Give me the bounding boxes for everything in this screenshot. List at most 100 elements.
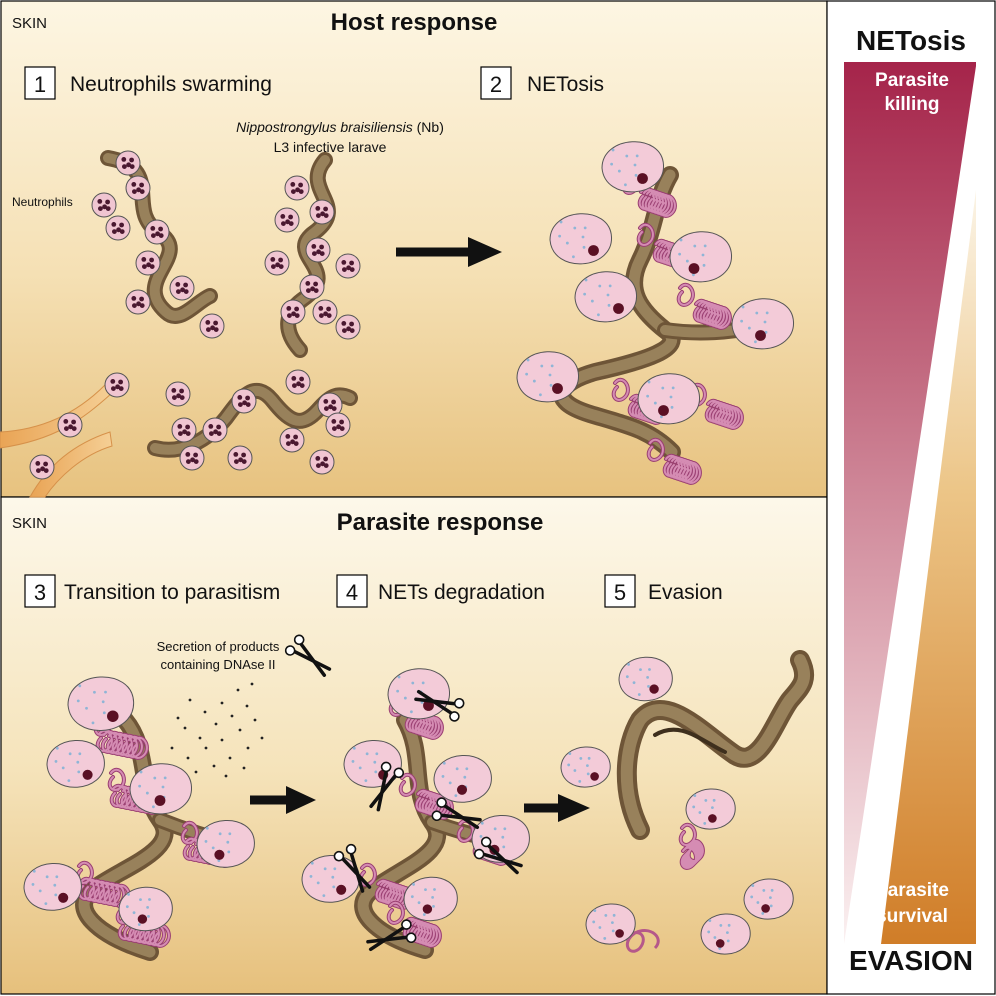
neutrophil-cell-icon [560, 746, 611, 788]
survival-label-line1: Parasite [875, 880, 949, 901]
neutrophil-cell-icon [731, 298, 795, 350]
step3-number: 3 [34, 580, 46, 605]
scissors-icon [333, 843, 372, 893]
step5-number-box [604, 574, 636, 608]
neutrophil-cell-icon [549, 213, 613, 265]
neutrophil-cell-icon [202, 417, 228, 443]
neutrophils-label: Neutrophils [12, 195, 73, 209]
killing-gradient-wedge [844, 62, 976, 944]
neutrophil-cell-icon [601, 141, 665, 193]
cell-layer [23, 141, 795, 955]
neutrophil-cell-icon [125, 289, 151, 315]
neutrophil-cell-icon [169, 275, 195, 301]
step4-number: 4 [346, 580, 358, 605]
neutrophil-cell-icon [104, 372, 130, 398]
neutrophil-cell-icon [135, 250, 161, 276]
neutrophil-cell-icon [280, 299, 306, 325]
neutrophil-cell-icon [46, 740, 105, 788]
neutrophil-cell-icon [585, 903, 636, 945]
neutrophil-cell-icon [67, 676, 135, 731]
neutrophil-cell-icon [618, 656, 673, 702]
step2-number: 2 [490, 72, 502, 97]
neutrophil-cell-icon [129, 763, 193, 815]
net-layer [75, 170, 744, 953]
scissor-layer [284, 634, 523, 952]
net-strand-icon [93, 712, 149, 760]
neutrophil-cell-icon [574, 271, 638, 323]
secretion-dots [170, 682, 264, 778]
neutrophil-cell-icon [669, 231, 733, 283]
neutrophil-cell-icon [299, 274, 325, 300]
neutrophil-cell-icon [516, 351, 580, 403]
neutrophil-cell-icon [403, 876, 458, 922]
killing-label-line1: Parasite [875, 70, 949, 91]
survival-label-line2: survival [876, 906, 948, 927]
neutrophil-cell-icon [115, 150, 141, 176]
neutrophil-cell-icon [264, 250, 290, 276]
parasite-skin-label: SKIN [12, 515, 47, 532]
neutrophil-cell-icon [301, 855, 360, 903]
neutrophil-cell-icon [29, 454, 55, 480]
neutrophil-cell-icon [118, 886, 173, 932]
net-strand-icon [688, 382, 744, 430]
neutrophil-cell-icon [312, 299, 338, 325]
killing-label-line2: killing [885, 94, 940, 115]
worm-larva-icon [616, 650, 815, 840]
neutrophil-cell-icon [309, 449, 335, 475]
step4-label: NETs degradation [378, 581, 545, 604]
arrow-icon [250, 786, 316, 814]
neutrophil-cell-icon [274, 207, 300, 233]
secretion-label-line2: containing DNAse II [161, 657, 276, 672]
neutrophil-cell-icon [743, 878, 794, 920]
scissors-icon [369, 761, 405, 812]
neutrophil-cell-icon [685, 788, 736, 830]
neutrophil-cell-icon [637, 373, 701, 425]
sidebar-bottom-title: EVASION [849, 945, 973, 976]
step2-label: NETosis [527, 73, 604, 96]
parasite-panel-title: Parasite response [337, 509, 544, 536]
step2-number-box [480, 66, 512, 100]
neutrophil-cell-icon [335, 253, 361, 279]
scissors-icon [414, 689, 465, 722]
neutrophil-cell-icon [171, 417, 197, 443]
neutrophil-cell-icon [227, 445, 253, 471]
arrow-icon [396, 237, 502, 267]
neutrophil-cell-icon [279, 427, 305, 453]
arrow-icon [524, 794, 590, 822]
neutrophil-cell-icon [305, 237, 331, 263]
scissors-icon [284, 634, 332, 677]
neutrophil-cell-icon [196, 820, 255, 868]
neutrophil-cell-icon [231, 388, 257, 414]
neutrophil-cell-icon [433, 755, 492, 803]
neutrophil-cell-icon [105, 215, 131, 241]
host-panel-title: Host response [331, 9, 498, 36]
neutrophil-cell-icon [309, 199, 335, 225]
neutrophil-cell-icon [23, 863, 82, 911]
step4-number-box [336, 574, 368, 608]
net-strand-icon [646, 437, 702, 485]
neutrophil-cell-icon [285, 369, 311, 395]
neutrophil-cell-icon [57, 412, 83, 438]
survival-gradient-wedge [881, 190, 976, 944]
secretion-label-line1: Secretion of products [157, 639, 280, 654]
net-strand-icon [678, 822, 705, 870]
neutrophil-cell-icon [325, 412, 351, 438]
step3-label: Transition to parasitism [64, 581, 280, 604]
neutrophil-cell-icon [144, 219, 170, 245]
net-strand-icon [623, 929, 660, 953]
scissors-icon [431, 797, 482, 830]
neutrophil-cell-icon [91, 192, 117, 218]
host-skin-label: SKIN [12, 15, 47, 32]
sidebar-top-title: NETosis [856, 25, 966, 56]
neutrophil-cell-icon [165, 381, 191, 407]
scissors-icon [366, 919, 417, 952]
step1-number-box [24, 66, 56, 100]
step5-label: Evasion [648, 581, 723, 604]
neutrophil-cell-icon [700, 913, 751, 955]
neutrophil-cell-icon [199, 313, 225, 339]
step1-label: Neutrophils swarming [70, 73, 272, 96]
parasite-species-label: Nippostrongylus braisiliensis (Nb) [236, 119, 444, 135]
step3-number-box [24, 574, 56, 608]
neutrophil-cell-icon [125, 175, 151, 201]
